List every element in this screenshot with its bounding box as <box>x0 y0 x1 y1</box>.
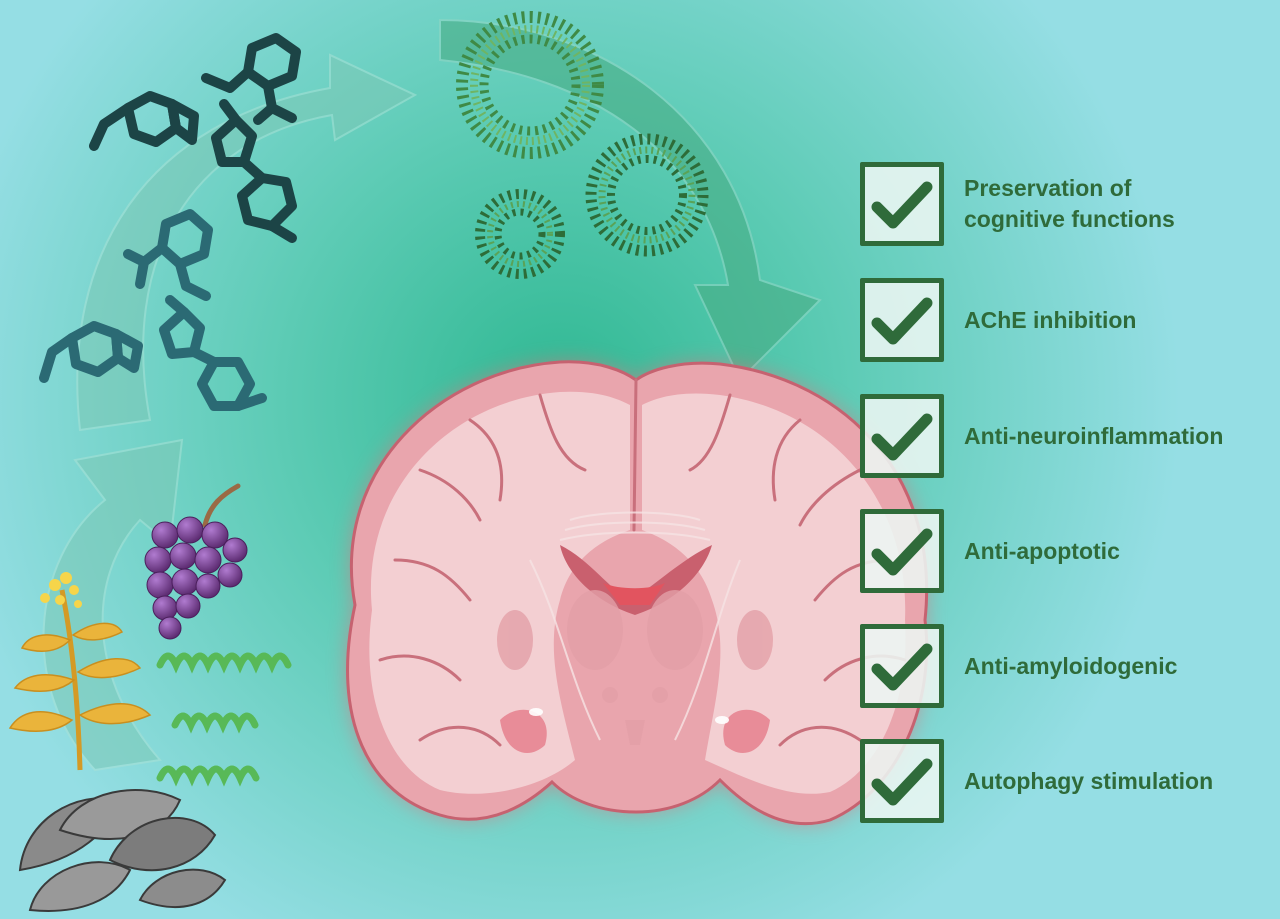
nanocarrier-liposome-small <box>475 189 565 279</box>
checklist-item-amyloidogenic: Anti-amyloidogenic <box>858 622 1268 714</box>
checkmark-icon <box>871 528 933 576</box>
molecule-teal-group <box>39 209 267 411</box>
checklist-item-ache: AChE inhibition <box>858 276 1268 368</box>
checklist-item-neuroinflammation: Anti-neuroinflammation <box>858 392 1268 484</box>
mushroom-group <box>18 789 227 912</box>
checkbox <box>860 278 944 362</box>
nanocarrier-liposome-medium <box>585 133 709 257</box>
checkbox <box>860 394 944 478</box>
checkmark-icon <box>871 297 933 345</box>
checklist-item-autophagy: Autophagy stimulation <box>858 737 1268 829</box>
peptide-helices <box>156 652 292 787</box>
checkbox <box>860 509 944 593</box>
checkbox <box>860 162 944 246</box>
checklist-label: Preservation of cognitive functions <box>964 175 1175 232</box>
checkbox <box>860 739 944 823</box>
nanocarrier-liposome-large <box>456 11 604 159</box>
checklist-label: Anti-neuroinflammation <box>964 422 1224 449</box>
checkmark-icon <box>871 413 933 461</box>
checklist-item-apoptotic: Anti-apoptotic <box>858 507 1268 599</box>
checklist-item-cognitive: Preservation of cognitive functions <box>858 160 1268 252</box>
flowering-plant <box>8 572 152 771</box>
grape-cluster <box>144 483 248 640</box>
checklist-label: Anti-apoptotic <box>964 537 1120 564</box>
checkmark-icon <box>871 643 933 691</box>
checkbox <box>860 624 944 708</box>
benefit-checklist: Preservation of cognitive functions AChE… <box>858 160 1268 840</box>
checklist-label: Anti-amyloidogenic <box>964 652 1178 679</box>
checklist-label: AChE inhibition <box>964 306 1137 333</box>
checklist-label: Autophagy stimulation <box>964 767 1214 794</box>
molecule-dark-group <box>89 33 301 243</box>
brain-coronal-section <box>346 360 929 826</box>
checkmark-icon <box>871 758 933 806</box>
checkmark-icon <box>871 181 933 229</box>
